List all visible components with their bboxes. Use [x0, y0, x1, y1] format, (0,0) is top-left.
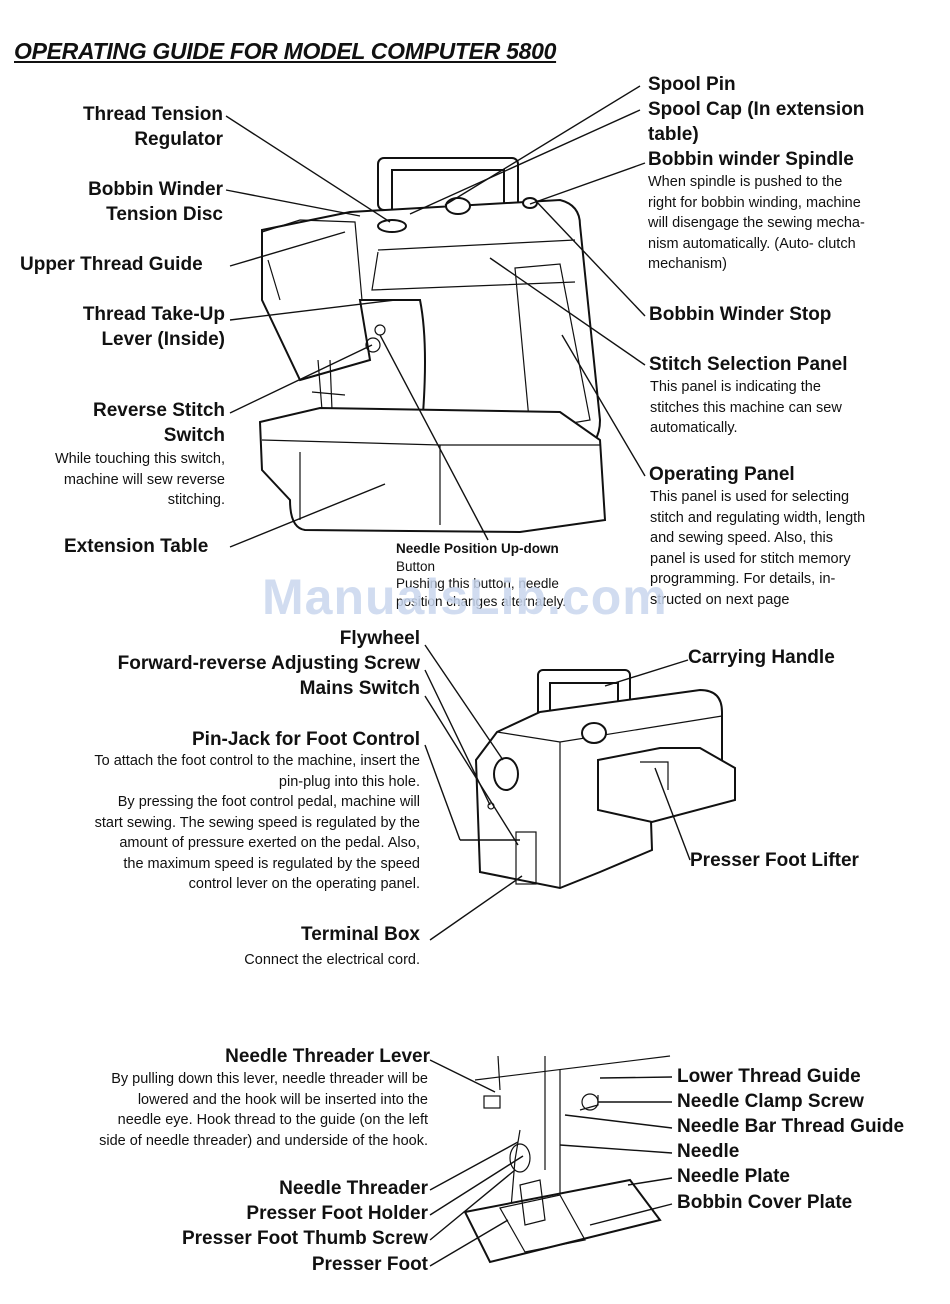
- desc-line: side of needle threader) and underside o…: [99, 1132, 428, 1149]
- label-line: table): [648, 124, 699, 145]
- desc-line: amount of pressure exerted on the pedal.…: [119, 835, 420, 851]
- needle-threader-lever-description: By pulling down this lever, needle threa…: [10, 1069, 428, 1151]
- label-line: Tension Disc: [106, 204, 223, 225]
- desc-line: This panel is used for selecting: [650, 489, 850, 505]
- stitch-selection-panel-description: This panel is indicating the stitches th…: [650, 377, 940, 439]
- bobbin-winder-tension-disc-label: Bobbin Winder Tension Disc: [40, 177, 223, 227]
- lower-thread-guide-label: Lower Thread Guide: [677, 1066, 861, 1087]
- desc-line: programming. For details, in-: [650, 571, 836, 587]
- desc-line: stitch and regulating width, length: [650, 509, 866, 526]
- desc-line: By pressing the foot control pedal, mach…: [117, 794, 420, 810]
- desc-line: stitching.: [167, 492, 225, 508]
- desc-line: right for bobbin winding, machine: [648, 194, 861, 211]
- desc-line: Pushing this button, needle: [396, 576, 559, 591]
- desc-line: To attach the foot control to the machin…: [94, 753, 420, 769]
- presser-foot-thumb-screw-label: Presser Foot Thumb Screw: [181, 1228, 428, 1249]
- presser-foot-label: Presser Foot: [311, 1254, 428, 1275]
- desc-line: lowered and the hook will be inserted in…: [137, 1091, 428, 1108]
- label-line: Switch: [163, 425, 225, 446]
- desc-line: pin-plug into this hole.: [278, 773, 420, 790]
- spool-cap-label: Spool Cap (In extension table): [648, 97, 864, 147]
- reverse-stitch-switch-label: Reverse Stitch Switch: [40, 398, 225, 448]
- desc-line: the maximum speed is regulated by the sp…: [123, 855, 420, 872]
- spool-pin-label: Spool Pin: [648, 74, 736, 95]
- needle-area-drawing: [463, 1055, 671, 1264]
- desc-line: automatically.: [650, 420, 738, 436]
- bobbin-winder-spindle-label: Bobbin winder Spindle: [648, 149, 854, 170]
- stitch-selection-panel-label: Stitch Selection Panel: [649, 354, 848, 375]
- label-line: Regulator: [134, 129, 223, 150]
- forward-reverse-screw-label: Forward-reverse Adjusting Screw: [117, 653, 420, 674]
- desc-line: While touching this switch,: [54, 451, 225, 467]
- label-line: Reverse Stitch: [92, 400, 225, 421]
- pin-jack-label: Pin-Jack for Foot Control: [192, 729, 420, 750]
- desc-line: and sewing speed. Also, this: [650, 530, 833, 546]
- mains-switch-label: Mains Switch: [299, 678, 420, 699]
- leader-lines-top: [225, 85, 646, 548]
- desc-line: needle eye. Hook thread to the guide (on…: [117, 1112, 428, 1128]
- terminal-box-description: Connect the electrical cord.: [244, 952, 420, 968]
- desc-line: mechanism): [648, 256, 727, 272]
- label-line: Thread Take-Up: [82, 304, 225, 325]
- flywheel-label: Flywheel: [339, 628, 420, 649]
- upper-thread-guide-label: Upper Thread Guide: [20, 254, 203, 275]
- page-title: OPERATING GUIDE FOR MODEL COMPUTER 5800: [14, 38, 557, 64]
- needle-threader-lever-label: Needle Threader Lever: [225, 1046, 430, 1067]
- needle-plate-label: Needle Plate: [677, 1166, 790, 1187]
- label-line: Button: [396, 558, 436, 574]
- needle-clamp-screw-label: Needle Clamp Screw: [677, 1091, 864, 1112]
- desc-line: start sewing. The sewing speed is regula…: [94, 814, 420, 831]
- extension-table-label: Extension Table: [64, 536, 209, 557]
- leader-lines-bottom: [429, 1059, 673, 1267]
- label-line: Thread Tension: [82, 104, 223, 125]
- bobbin-cover-plate-label: Bobbin Cover Plate: [677, 1192, 853, 1213]
- pin-jack-description: To attach the foot control to the machin…: [10, 751, 420, 895]
- thread-take-up-lever-label: Thread Take-Up Lever (Inside): [40, 302, 225, 352]
- bobbin-winder-stop-label: Bobbin Winder Stop: [649, 304, 832, 325]
- desc-line: When spindle is pushed to the: [648, 174, 843, 190]
- desc-line: This panel is indicating the: [650, 379, 821, 395]
- label-line: Spool Cap (In extension: [648, 99, 865, 120]
- bobbin-winder-spindle-description: When spindle is pushed to the right for …: [648, 172, 938, 275]
- reverse-stitch-description: While touching this switch, machine will…: [10, 449, 225, 511]
- label-line: Lever (Inside): [101, 329, 225, 350]
- terminal-box-label: Terminal Box: [301, 924, 420, 945]
- carrying-handle-label: Carrying Handle: [688, 647, 835, 668]
- presser-foot-holder-label: Presser Foot Holder: [246, 1203, 428, 1224]
- watermark: ManualsLib.com: [262, 569, 668, 625]
- desc-line: stitches this machine can sew: [650, 399, 842, 416]
- desc-line: panel is used for stitch memory: [650, 550, 851, 567]
- desc-line: machine will sew reverse: [63, 471, 225, 488]
- needle-threader-label: Needle Threader: [279, 1178, 428, 1199]
- needle-position-button-label: Needle Position Up-down Button Pushing t…: [396, 540, 566, 610]
- needle-label: Needle: [677, 1141, 740, 1162]
- machine-side-drawing: [474, 669, 736, 890]
- label-line: Bobbin Winder: [88, 179, 223, 200]
- needle-bar-thread-guide-label: Needle Bar Thread Guide: [677, 1116, 905, 1137]
- machine-front-drawing: [258, 157, 607, 534]
- desc-line: position changes alternately.: [396, 593, 567, 609]
- desc-line: will disengage the sewing mecha-: [648, 215, 865, 231]
- presser-foot-lifter-label: Presser Foot Lifter: [690, 850, 859, 871]
- thread-tension-regulator-label: Thread Tension Regulator: [40, 102, 223, 152]
- desc-line: By pulling down this lever, needle threa…: [111, 1071, 428, 1087]
- operating-panel-description: This panel is used for selecting stitch …: [650, 487, 945, 610]
- operating-panel-label: Operating Panel: [649, 464, 795, 485]
- desc-line: structed on next page: [650, 591, 790, 608]
- desc-line: control lever on the operating panel.: [188, 876, 420, 892]
- label-line: Needle Position Up-down: [396, 541, 559, 556]
- desc-line: nism automatically. (Auto- clutch: [648, 235, 856, 252]
- leader-lines-middle: [424, 644, 691, 941]
